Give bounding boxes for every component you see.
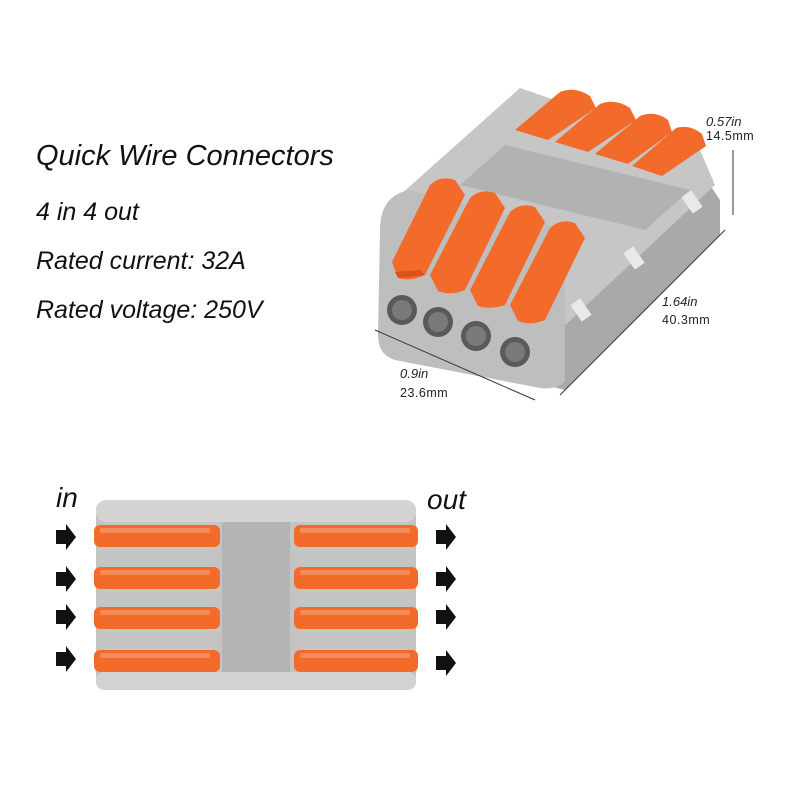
arrow-right-icon: [436, 604, 456, 630]
input-levers: [94, 525, 220, 672]
side-slot: [681, 190, 703, 214]
arrow-right-icon: [56, 604, 76, 630]
height-in: 0.57in: [706, 114, 742, 129]
length-dimension-line: [559, 229, 726, 396]
input-arrows: [56, 524, 76, 672]
center-divider-top-view: [222, 522, 290, 690]
arrow-right-icon: [436, 650, 456, 676]
side-slot: [623, 246, 645, 270]
output-arrows: [436, 524, 456, 676]
output-levers: [294, 525, 418, 672]
current-spec: Rated current: 32A: [36, 247, 246, 275]
arrow-right-icon: [56, 566, 76, 592]
in-label: in: [56, 482, 78, 513]
housing-side-face: [545, 170, 720, 390]
height-dimension-label: 0.57in 14.5mm: [706, 114, 754, 143]
length-dimension-label: 1.64in 40.3mm: [662, 294, 710, 327]
arrow-right-icon: [436, 566, 456, 592]
arrow-right-icon: [436, 524, 456, 550]
length-in: 1.64in: [662, 294, 698, 309]
back-levers: [515, 89, 706, 176]
height-mm: 14.5mm: [706, 129, 755, 143]
width-dimension-label: 0.9in 23.6mm: [400, 366, 448, 400]
front-levers: [392, 178, 585, 324]
width-mm: 23.6mm: [400, 386, 449, 400]
width-dimension-line: [374, 329, 536, 401]
voltage-spec: Rated voltage: 250V: [36, 296, 263, 324]
connector-perspective-view: [374, 88, 734, 401]
arrow-right-icon: [56, 646, 76, 672]
side-slot: [570, 298, 592, 322]
arrow-right-icon: [56, 524, 76, 550]
center-divider: [460, 145, 690, 230]
width-in: 0.9in: [400, 366, 429, 381]
length-mm: 40.3mm: [662, 313, 711, 327]
io-spec: 4 in 4 out: [36, 198, 139, 226]
product-title: Quick Wire Connectors: [36, 140, 334, 172]
out-label: out: [427, 484, 466, 515]
connector-top-view: [94, 500, 418, 690]
